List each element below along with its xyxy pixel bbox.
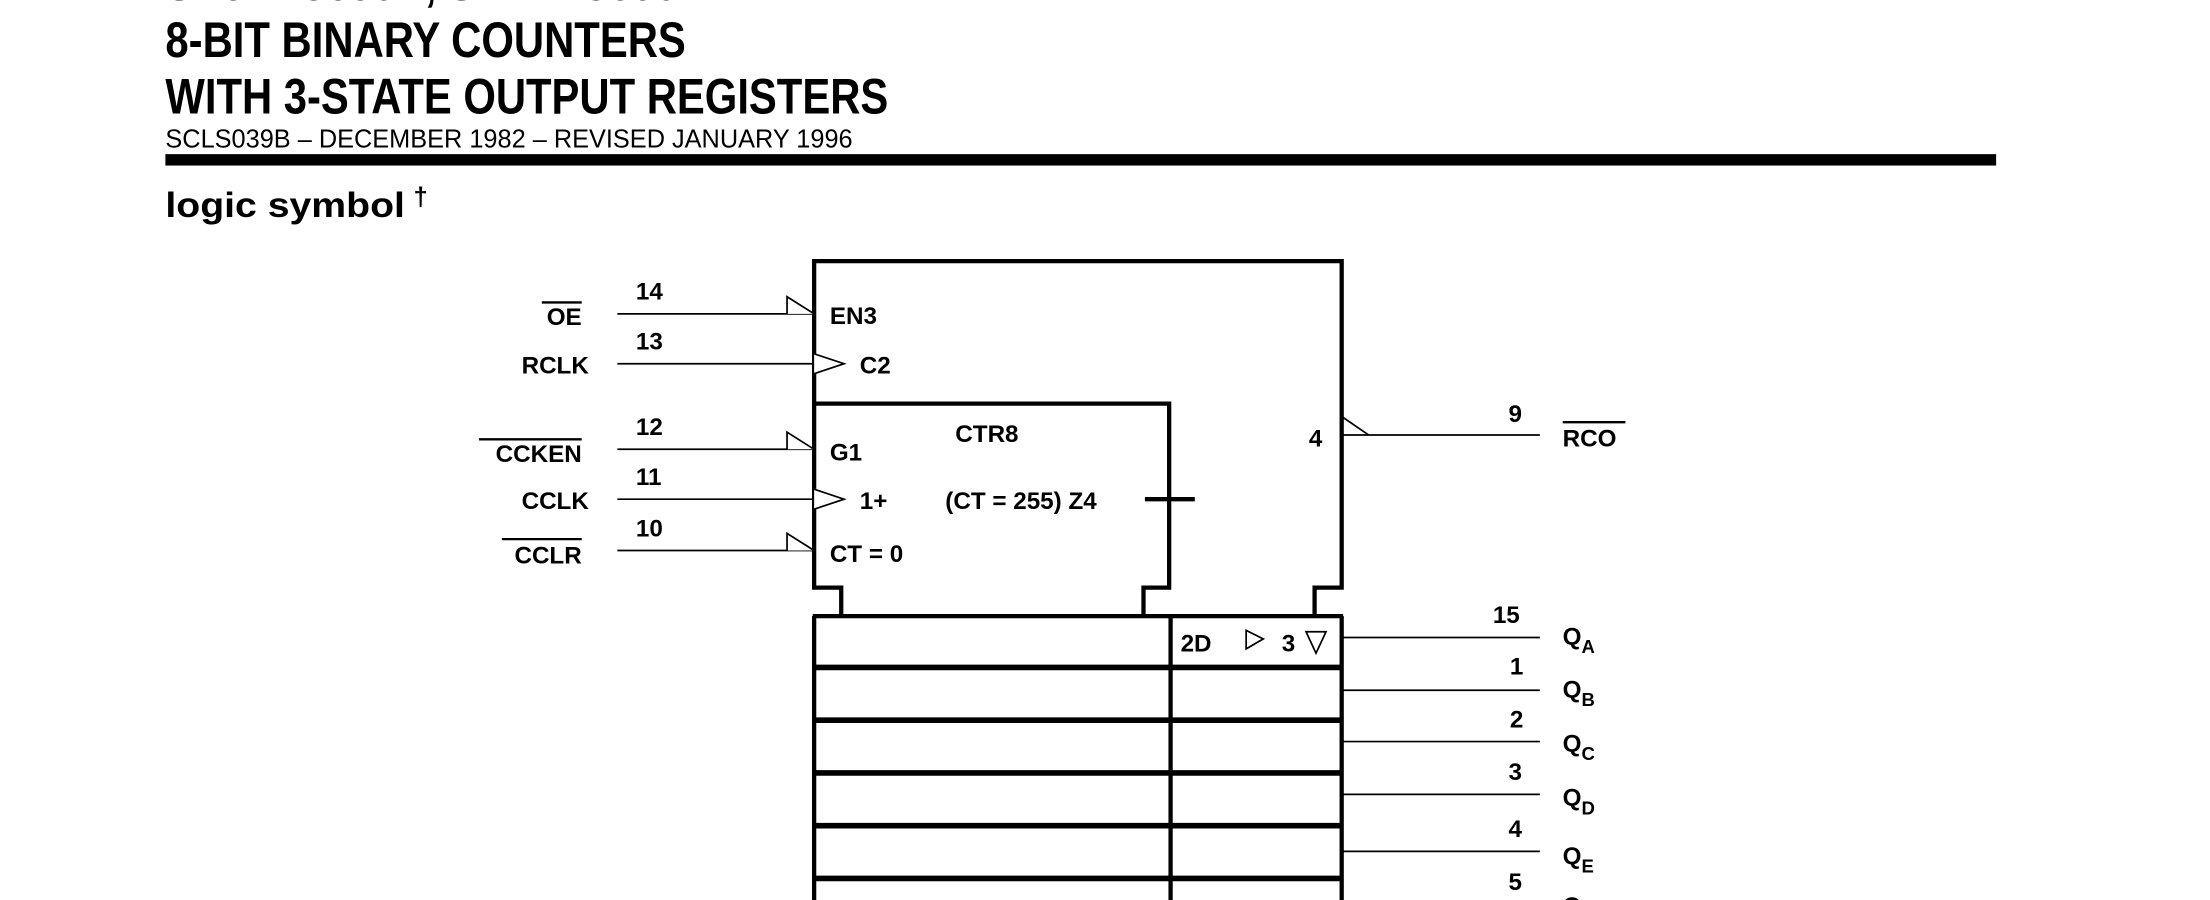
en3-label: EN3 bbox=[830, 303, 877, 330]
svg-text:QA: QA bbox=[1563, 624, 1595, 658]
three-state-triangle-icon bbox=[1304, 630, 1328, 656]
input-oe: 14 OE bbox=[541, 279, 815, 331]
z4-ref-label: 4 bbox=[1309, 425, 1323, 452]
clock-indicator-icon bbox=[813, 488, 847, 510]
pin-number: 9 bbox=[1509, 401, 1522, 428]
pin-number: 13 bbox=[636, 328, 663, 355]
increment-label: 1+ bbox=[860, 488, 888, 515]
signal-label: Q bbox=[1563, 843, 1582, 870]
terminal-count-label: (CT = 255) Z4 bbox=[945, 488, 1097, 515]
pin-number: 15 bbox=[1493, 602, 1520, 629]
signal-label: Q bbox=[1563, 785, 1582, 812]
ctr8-label: CTR8 bbox=[955, 421, 1018, 448]
clock-indicator-icon bbox=[813, 352, 847, 375]
output-qa: 15 QA bbox=[1341, 602, 1595, 658]
pin-number: 3 bbox=[1509, 759, 1522, 786]
active-low-output-indicator-icon bbox=[1341, 415, 1370, 436]
output-qd: 3 QD bbox=[1341, 759, 1595, 819]
control-block-outline bbox=[811, 258, 1344, 617]
pin-number: 14 bbox=[636, 279, 663, 306]
svg-text:QD: QD bbox=[1563, 785, 1595, 819]
active-low-indicator-icon bbox=[786, 430, 815, 451]
signal-label: Q bbox=[1563, 893, 1582, 900]
pin-number: 5 bbox=[1509, 869, 1522, 896]
input-ccken: 12 CCKEN bbox=[479, 414, 815, 468]
active-low-indicator-icon bbox=[786, 531, 815, 552]
svg-text:QB: QB bbox=[1563, 676, 1595, 710]
signal-label: OE bbox=[547, 304, 582, 331]
signal-label: CCLR bbox=[514, 542, 581, 569]
pin-number: 4 bbox=[1509, 816, 1523, 843]
pin-number: 12 bbox=[636, 414, 663, 441]
signal-subscript: C bbox=[1582, 743, 1595, 764]
output-register-array bbox=[811, 613, 1344, 900]
signal-label: Q bbox=[1563, 624, 1582, 651]
signal-label: CCKEN bbox=[496, 441, 582, 468]
output-rco: 9 RCO bbox=[1341, 401, 1626, 452]
active-low-indicator-icon bbox=[786, 295, 815, 315]
signal-label: RCLK bbox=[522, 353, 590, 380]
input-rclk: 13 RCLK bbox=[522, 328, 847, 380]
output-qe: 4 QE bbox=[1341, 816, 1594, 877]
pin-number: 11 bbox=[636, 464, 662, 491]
title-line-1: 8-BIT BINARY COUNTERS bbox=[165, 12, 685, 68]
pin-number: 2 bbox=[1510, 706, 1523, 733]
c2-label: C2 bbox=[860, 353, 891, 380]
counter-block-outline bbox=[814, 401, 1172, 617]
svg-text:QF: QF bbox=[1563, 893, 1593, 900]
footnote-dagger: † bbox=[413, 183, 427, 211]
signal-label: RCO bbox=[1563, 425, 1617, 452]
svg-text:QE: QE bbox=[1563, 843, 1594, 877]
g1-label: G1 bbox=[830, 440, 862, 467]
pin-number: 1 bbox=[1510, 654, 1523, 681]
signal-subscript: E bbox=[1582, 856, 1594, 877]
svg-text:QC: QC bbox=[1563, 731, 1595, 765]
input-cclk: 11 CCLK bbox=[522, 464, 847, 515]
doc-info: SCLS039B – DECEMBER 1982 – REVISED JANUA… bbox=[165, 126, 852, 154]
output-qf: 5 QF bbox=[1509, 869, 1593, 900]
pin-number: 10 bbox=[636, 515, 663, 542]
section-title: logic symbol bbox=[165, 185, 405, 225]
input-cclr: 10 CCLR bbox=[501, 515, 815, 569]
signal-label: Q bbox=[1563, 731, 1582, 758]
signal-subscript: D bbox=[1582, 797, 1595, 818]
signal-label: Q bbox=[1563, 676, 1582, 703]
signal-label: CCLK bbox=[522, 488, 590, 515]
register-3state-label: 3 bbox=[1282, 631, 1295, 658]
register-d-label: 2D bbox=[1181, 631, 1212, 658]
header-rule bbox=[165, 154, 1997, 166]
output-qb: 1 QB bbox=[1341, 654, 1595, 710]
signal-subscript: A bbox=[1582, 636, 1595, 657]
clock-triangle-icon bbox=[1245, 628, 1266, 651]
part-numbers: SN54HC590A, SN74HC590A bbox=[165, 0, 707, 11]
clear-label: CT = 0 bbox=[830, 541, 903, 568]
output-qc: 2 QC bbox=[1341, 706, 1595, 765]
signal-subscript: B bbox=[1582, 689, 1595, 710]
title-line-2: WITH 3-STATE OUTPUT REGISTERS bbox=[165, 69, 888, 125]
